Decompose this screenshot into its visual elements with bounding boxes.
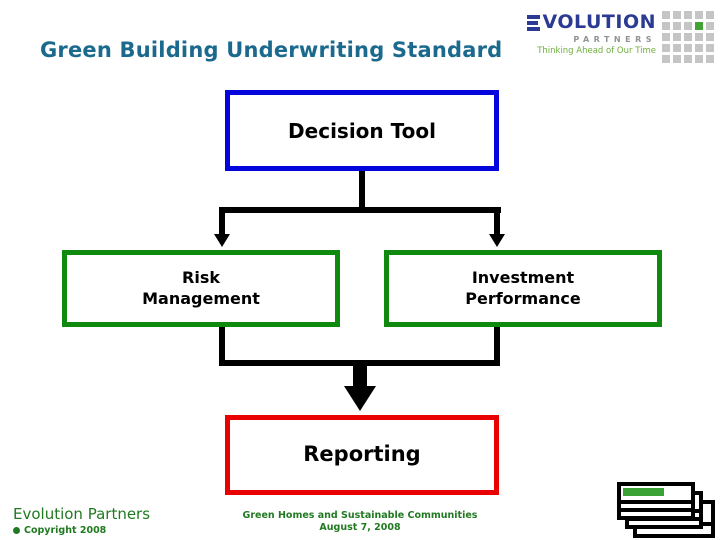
logo-grid-cell [706,11,714,19]
logo-partners-text: PARTNERS [573,35,656,44]
logo-grid-cell [706,44,714,52]
logo-grid-cell [695,11,703,19]
logo-wordmark-text: VOLUTION [542,11,656,33]
slide-frame-line [621,508,691,512]
logo-grid-cell [695,33,703,41]
logo-grid-cell [673,33,681,41]
reporting-label: Reporting [303,442,421,467]
risk-management-box: Risk Management [62,250,340,327]
connector-top-horizontal [219,207,501,213]
slide-title: Green Building Underwriting Standard [40,38,503,62]
logo-wordmark: VOLUTION [512,13,656,32]
arrow-to-investment-icon [489,234,505,247]
logo-grid-cell [662,44,670,52]
logo-grid-cell [662,55,670,63]
arrow-to-reporting-icon [344,386,376,411]
bullet-dot-icon [13,526,20,534]
logo-grid-cell [706,22,714,30]
logo-grid-cell [684,11,692,19]
logo-grid-cell [673,55,681,63]
logo-e-icon [526,14,540,31]
decision-tool-box: Decision Tool [225,90,499,171]
logo-grid-cell [706,33,714,41]
footer-copyright-text: Copyright 2008 [24,524,107,536]
connector-riser-right [494,327,500,366]
footer-copyright: Copyright 2008 [13,525,150,536]
logo-grid-cell [684,44,692,52]
evolution-partners-logo: VOLUTION PARTNERS Thinking Ahead of Our … [512,13,656,56]
logo-grid-cell [695,55,703,63]
footer-center-line1: Green Homes and Sustainable Communities [242,510,478,521]
logo-grid-cell [684,33,692,41]
logo-tagline: Thinking Ahead of Our Time [537,46,656,56]
slide-frame-bar [623,488,664,496]
logo-grid-cell [673,44,681,52]
logo-grid-icon [662,11,714,63]
connector-bottom-stem [353,360,367,387]
slide-frame-front [617,482,695,520]
investment-performance-label: Investment Performance [465,267,581,308]
slide-frame-line [621,500,691,504]
footer-center: Green Homes and Sustainable Communities … [210,510,510,535]
decision-tool-label: Decision Tool [288,118,436,143]
logo-grid-cell [695,44,703,52]
logo-grid-cell [706,55,714,63]
risk-management-label: Risk Management [142,267,260,308]
logo-grid-cell [673,11,681,19]
connector-drop-left [219,207,225,234]
connector-drop-right [494,207,500,234]
footer-company: Evolution Partners [13,505,151,523]
logo-grid-cell [684,22,692,30]
logo-grid-cell [695,22,703,30]
cascading-slides-icon [612,478,720,540]
logo-grid-cell [684,55,692,63]
footer-left: Evolution Partners Copyright 2008 [13,506,150,536]
logo-grid-cell [662,11,670,19]
connector-riser-left [219,327,225,366]
investment-performance-box: Investment Performance [384,250,662,327]
footer-center-line2: August 7, 2008 [319,522,401,534]
logo-grid-cell [673,22,681,30]
reporting-box: Reporting [225,415,499,495]
logo-grid-cell [662,22,670,30]
connector-top-stem [359,171,365,213]
logo-grid-cell [662,33,670,41]
arrow-to-risk-icon [214,234,230,247]
